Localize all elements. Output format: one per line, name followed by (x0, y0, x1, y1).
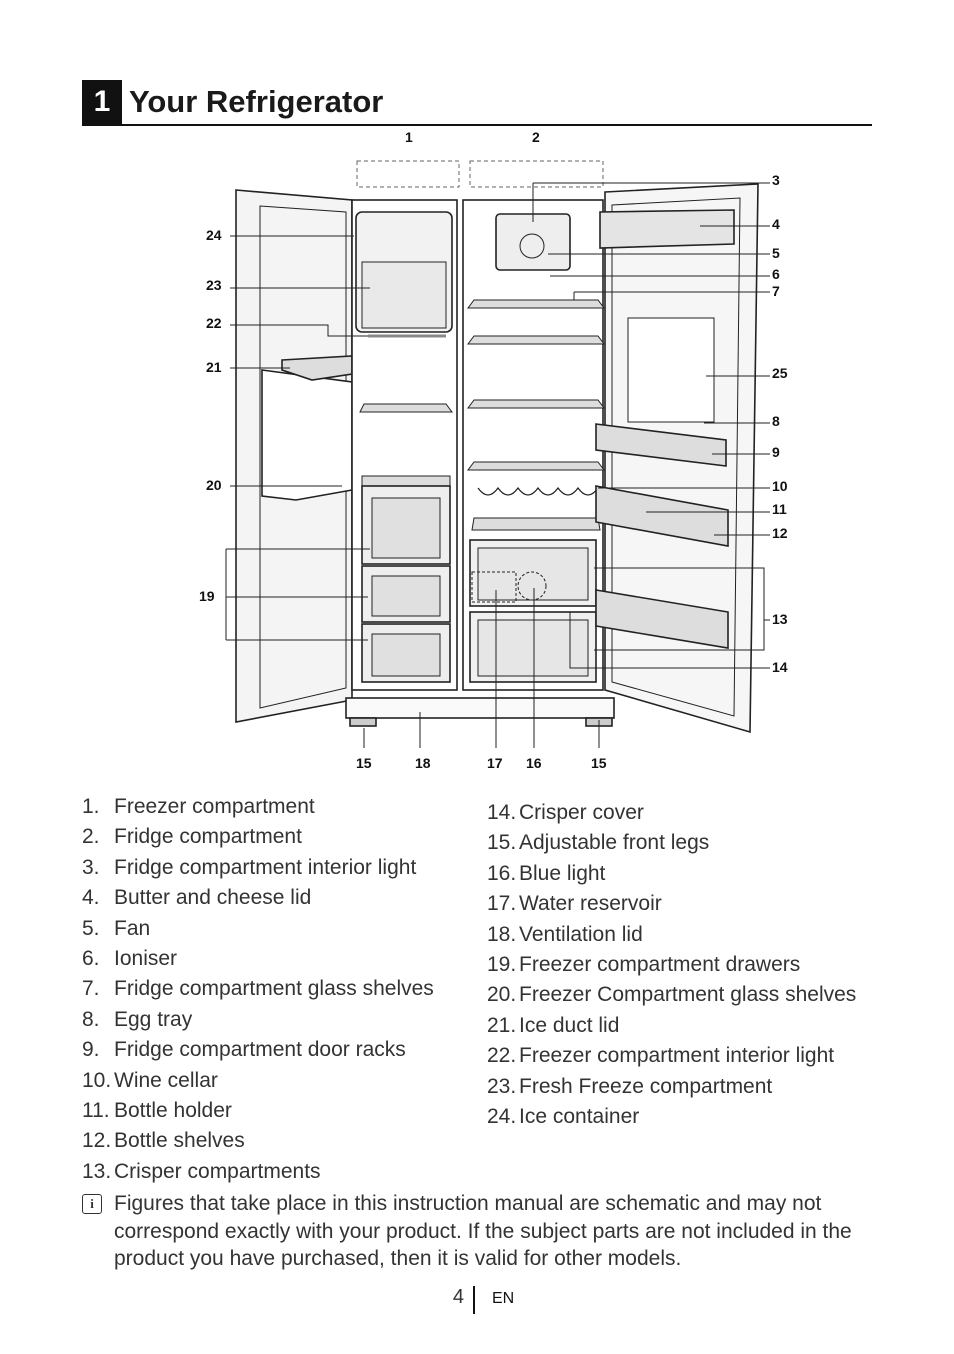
section-number: 1 (82, 80, 122, 124)
callout-15b: 15 (591, 755, 607, 771)
list-item: 16.Blue light (487, 861, 606, 885)
parts-list-right: 14.Crisper cover 15.Adjustable front leg… (487, 798, 856, 1132)
list-item: 12.Bottle shelves (82, 1129, 245, 1153)
list-item: 13.Crisper compartments (82, 1159, 321, 1183)
list-item: 19.Freezer compartment drawers (487, 953, 801, 977)
callout-25: 25 (772, 365, 788, 381)
list-item: 21.Ice duct lid (487, 1013, 620, 1037)
list-item: 18.Ventilation lid (487, 922, 643, 946)
callout-4: 4 (772, 216, 780, 232)
list-item: 20.Freezer Compartment glass shelves (487, 983, 857, 1007)
callout-13: 13 (772, 611, 788, 627)
list-item: 22.Freezer compartment interior light (487, 1044, 835, 1068)
list-item: 7.Fridge compartment glass shelves (82, 977, 434, 1001)
list-item: 8.Egg tray (82, 1007, 193, 1031)
refrigerator-diagram: 1 2 3 4 5 6 7 8 9 10 11 12 13 14 15 18 1… (199, 129, 788, 771)
callout-10: 10 (772, 478, 788, 494)
callout-15a: 15 (356, 755, 372, 771)
list-item: 14.Crisper cover (487, 801, 644, 824)
footer-divider (473, 1286, 475, 1314)
callout-24: 24 (206, 227, 222, 243)
list-item: 4.Butter and cheese lid (82, 886, 312, 910)
list-item: 6.Ioniser (82, 947, 178, 971)
parts-list-left: 1.Freezer compartment 2.Fridge compartme… (82, 792, 434, 1187)
callout-5: 5 (772, 245, 780, 261)
callout-14: 14 (772, 659, 788, 675)
list-item: 10.Wine cellar (82, 1068, 218, 1092)
list-item: 1.Freezer compartment (82, 795, 315, 818)
list-item: 3.Fridge compartment interior light (82, 855, 417, 879)
list-item: 15.Adjustable front legs (487, 831, 710, 855)
callout-12: 12 (772, 525, 788, 541)
callout-8: 8 (772, 413, 780, 429)
list-item: 5.Fan (82, 916, 151, 940)
callout-21: 21 (206, 359, 222, 375)
callout-19: 19 (199, 588, 215, 604)
callout-16: 16 (526, 755, 542, 771)
language-code: EN (492, 1290, 515, 1307)
list-item: 24.Ice container (487, 1105, 640, 1129)
callout-20: 20 (206, 477, 222, 493)
callout-18: 18 (415, 755, 431, 771)
callout-17: 17 (487, 755, 503, 771)
list-item: 17.Water reservoir (487, 892, 662, 916)
callout-7: 7 (772, 283, 780, 299)
info-icon: i (82, 1194, 102, 1214)
list-item: 11.Bottle holder (82, 1099, 232, 1123)
list-item: 9.Fridge compartment door racks (82, 1038, 406, 1062)
section-header: 1 Your Refrigerator (82, 80, 872, 126)
callout-22: 22 (206, 315, 222, 331)
callout-9: 9 (772, 444, 780, 460)
callout-2: 2 (532, 129, 540, 145)
callout-3: 3 (772, 172, 780, 188)
page-number: 4 (452, 1286, 464, 1308)
callout-1: 1 (405, 129, 413, 145)
list-item: 23.Fresh Freeze compartment (487, 1074, 773, 1098)
list-item: 2.Fridge compartment (82, 825, 302, 849)
page-footer: 4 EN (0, 1286, 954, 1314)
note-text: Figures that take place in this instruct… (114, 1192, 852, 1270)
callout-11: 11 (772, 501, 787, 517)
info-note: i Figures that take place in this instru… (82, 1190, 872, 1273)
callout-23: 23 (206, 277, 222, 293)
callout-6: 6 (772, 266, 780, 282)
section-title: Your Refrigerator (129, 84, 384, 119)
